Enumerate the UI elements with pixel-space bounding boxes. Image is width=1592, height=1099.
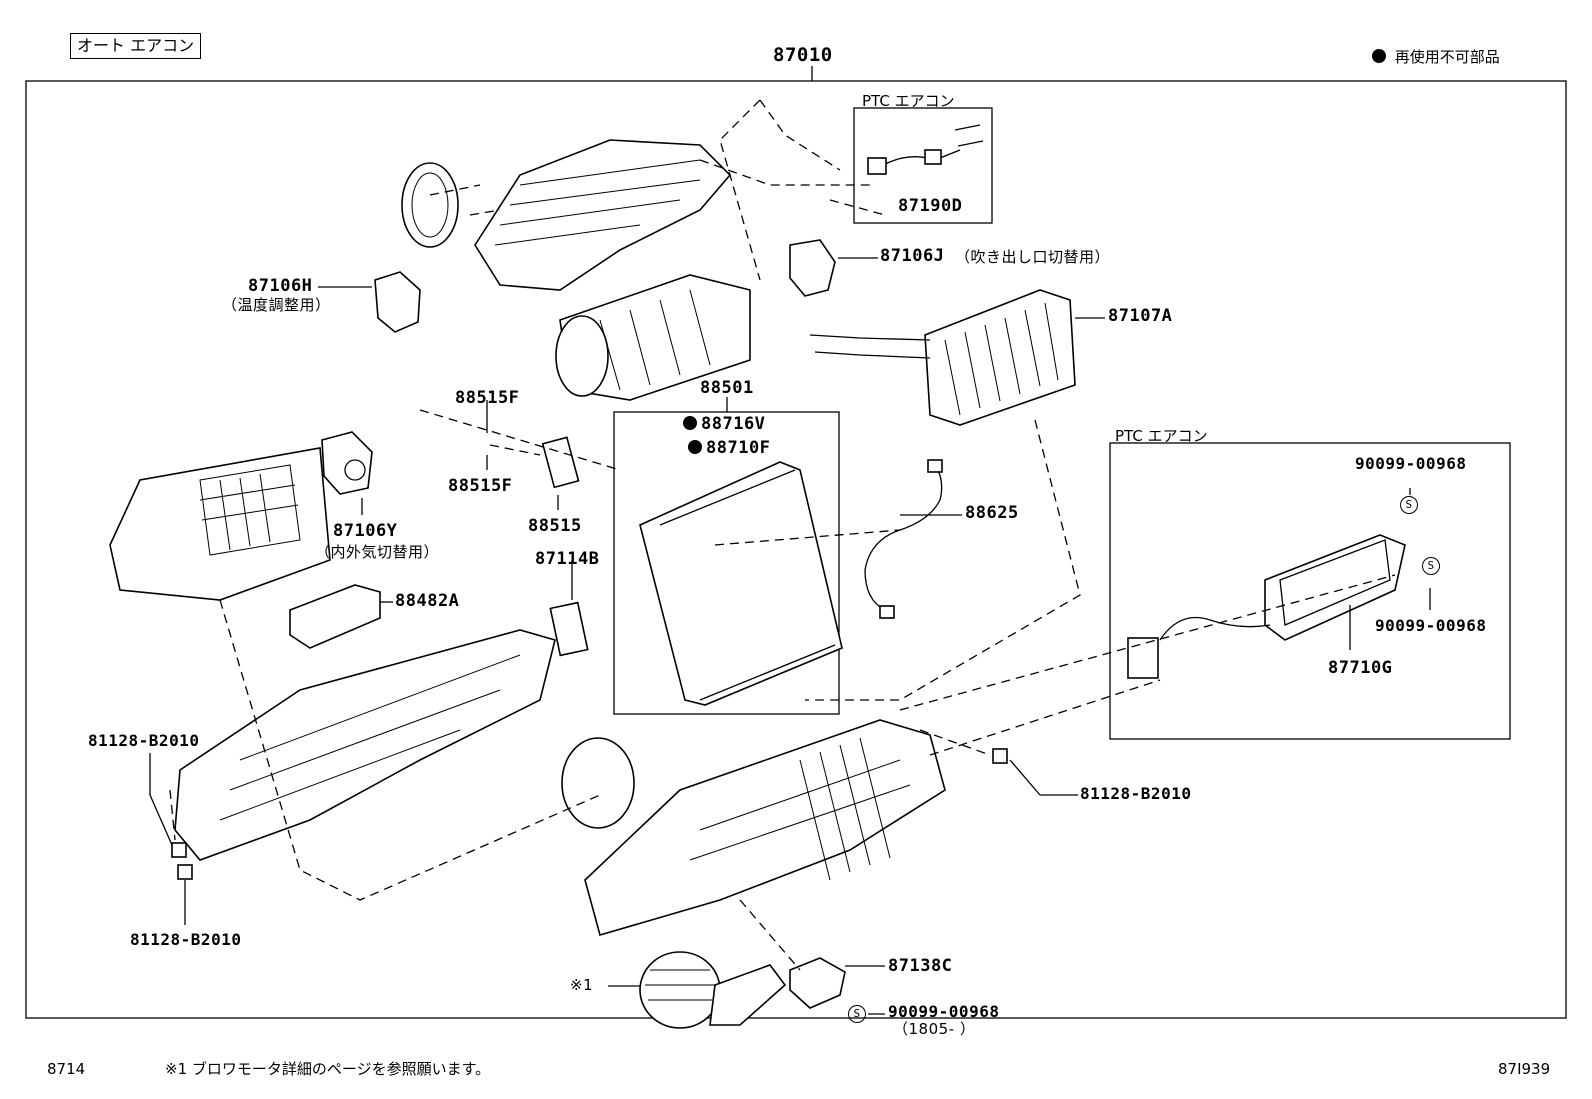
- non-reusable-dot-icon: [688, 440, 702, 454]
- blower-drum-part: [555, 274, 751, 401]
- assembly-number: 87010: [773, 44, 833, 66]
- label-87710G[interactable]: 87710G: [1328, 658, 1393, 678]
- s-mark-mid: S: [1422, 557, 1440, 575]
- footer-right-code: 87I939: [1498, 1060, 1551, 1078]
- label-88482A[interactable]: 88482A: [395, 591, 460, 611]
- bracket-left-upper: [171, 842, 187, 858]
- ptc-box-2: [1109, 442, 1511, 740]
- label-88501[interactable]: 88501: [700, 378, 754, 398]
- footer-left-code: 8714: [47, 1060, 86, 1078]
- upper-case-part: [401, 139, 732, 291]
- sensor-wire-88625: [864, 459, 943, 619]
- label-87106H[interactable]: 87106H: [248, 276, 313, 296]
- label-81128-B2010-left-top[interactable]: 81128-B2010: [88, 731, 200, 750]
- part-87114B: [549, 601, 589, 657]
- dashed-guides: [169, 99, 1396, 971]
- s-mark-icon: S: [1400, 496, 1418, 514]
- ptc-heater-87710G: [1127, 534, 1406, 679]
- note-87106H: （温度調整用）: [222, 296, 331, 314]
- label-90099-00968-bottom[interactable]: 90099-00968: [888, 1002, 1000, 1021]
- auto-aircon-tag: オート エアコン: [70, 33, 202, 59]
- non-reusable-dot-icon: [1372, 49, 1386, 63]
- heater-core-87107A: [809, 289, 1076, 426]
- ptc-title-1: PTC エアコン: [862, 92, 955, 110]
- ptc-connector-87190D: [867, 124, 984, 175]
- non-reusable-dot-icon: [683, 416, 697, 430]
- expansion-valve-88515: [541, 436, 580, 489]
- legend-text: 再使用不可部品: [1394, 48, 1500, 66]
- label-90099-00968-top[interactable]: 90099-00968: [1355, 454, 1467, 473]
- label-87190D[interactable]: 87190D: [898, 196, 963, 216]
- note-87106J: （吹き出し口切替用）: [955, 248, 1111, 266]
- label-87107A[interactable]: 87107A: [1108, 306, 1173, 326]
- main-frame: [25, 80, 1567, 1019]
- footer-note: ※1 ブロワモータ詳細のページを参照願います。: [165, 1060, 491, 1078]
- ptc-title-2: PTC エアコン: [1115, 427, 1208, 445]
- part-88482A: [289, 584, 381, 649]
- label-87106Y[interactable]: 87106Y: [333, 521, 398, 541]
- s-mark-bottom: S: [848, 1005, 866, 1023]
- label-88710F-text: 88710F: [706, 438, 771, 458]
- label-87138C[interactable]: 87138C: [888, 956, 953, 976]
- actuator-87106H: [374, 271, 421, 333]
- note-90099-00968-range: （1805- ）: [893, 1020, 976, 1038]
- label-88716V-text: 88716V: [701, 414, 766, 434]
- leader-lines: [149, 257, 1431, 1015]
- label-88515[interactable]: 88515: [528, 516, 582, 536]
- blower-motor: [639, 951, 787, 1029]
- ptc-box-1: [853, 107, 993, 224]
- bracket-right: [992, 748, 1008, 764]
- label-90099-00968-mid[interactable]: 90099-00968: [1375, 616, 1487, 635]
- actuator-87106Y: [321, 431, 373, 495]
- s-mark-top: S: [1400, 496, 1418, 514]
- actuator-87106J: [789, 239, 836, 297]
- note-87106Y: （内外気切替用）: [315, 543, 440, 561]
- bracket-left-lower: [177, 864, 193, 880]
- left-case-part: [109, 447, 331, 601]
- lower-case-part: [174, 629, 556, 861]
- ref-mark-1: ※1: [570, 976, 594, 994]
- s-mark-icon: S: [1422, 557, 1440, 575]
- evaporator-core: [639, 461, 843, 706]
- blower-case-part: [561, 719, 946, 936]
- label-88625[interactable]: 88625: [965, 503, 1019, 523]
- label-88716V[interactable]: 88716V: [683, 416, 765, 433]
- s-mark-icon: S: [848, 1005, 866, 1023]
- label-88515F-lower[interactable]: 88515F: [448, 476, 513, 496]
- label-88710F[interactable]: 88710F: [688, 440, 770, 457]
- legend: 再使用不可部品: [1372, 46, 1500, 67]
- label-81128-B2010-left-bottom[interactable]: 81128-B2010: [130, 930, 242, 949]
- label-87106J[interactable]: 87106J: [880, 246, 945, 266]
- label-87114B[interactable]: 87114B: [535, 549, 600, 569]
- label-81128-B2010-right[interactable]: 81128-B2010: [1080, 784, 1192, 803]
- resistor-87138C: [789, 957, 846, 1009]
- label-88515F-upper[interactable]: 88515F: [455, 388, 520, 408]
